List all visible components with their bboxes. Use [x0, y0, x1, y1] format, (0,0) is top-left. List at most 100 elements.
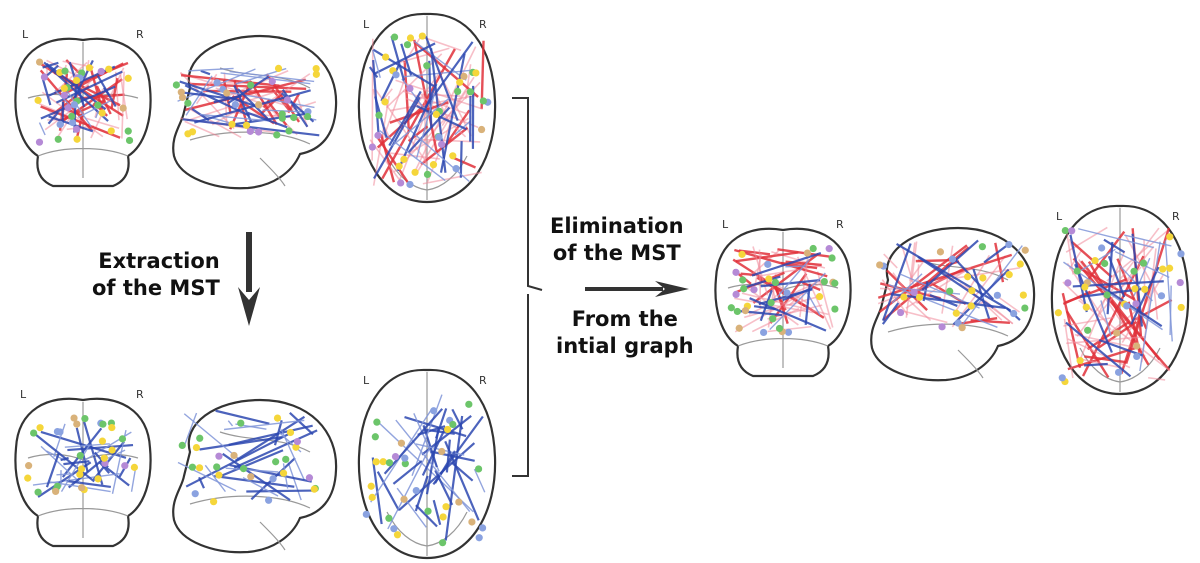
connection-edge-red	[1084, 355, 1127, 364]
connection-edge-blue	[178, 90, 228, 100]
brain-region-node	[107, 127, 115, 135]
connection-edge-red	[413, 41, 479, 98]
brain-region-node	[1064, 279, 1072, 287]
brain-region-node	[442, 503, 450, 511]
connection-edge-blue	[217, 89, 315, 109]
connection-edge-blue	[188, 67, 234, 72]
brain-region-node	[472, 69, 480, 77]
brain-region-node	[439, 539, 447, 547]
connection-edge-red	[1078, 357, 1122, 369]
brain-region-node	[1005, 271, 1013, 279]
brain-region-node	[100, 454, 108, 462]
connection-edge-blue	[1124, 234, 1172, 247]
connection-edge-blue	[387, 446, 432, 530]
connection-edge-blue	[395, 419, 471, 512]
brain-region-node	[210, 498, 218, 506]
connection-edge-blue	[237, 88, 269, 120]
connection-edge-blue	[373, 96, 421, 180]
connection-edge-blue	[896, 243, 1011, 312]
elimination-caption-line1: Elimination	[550, 214, 684, 238]
brain-region-node	[733, 307, 741, 316]
connection-edge-blue	[55, 70, 123, 104]
brain-region-node	[237, 419, 245, 427]
connection-edge-blue	[371, 457, 383, 525]
connection-edge-blue	[92, 441, 125, 481]
brain-region-node	[379, 458, 387, 466]
hemisphere-right-label: R	[836, 218, 844, 231]
connection-edge-blue	[425, 426, 440, 495]
brain-region-node	[53, 427, 62, 436]
brain-region-node	[247, 473, 255, 481]
connection-edge-blue	[179, 80, 262, 109]
connection-edge-blue	[372, 42, 436, 76]
brain-sagittal-original	[160, 28, 345, 193]
connection-edge-blue	[130, 468, 137, 492]
sagittal-view-svg	[172, 398, 338, 554]
connection-edge-blue	[972, 268, 991, 319]
connection-edge-blue	[95, 110, 99, 119]
brain-region-node	[292, 443, 300, 451]
brain-region-node	[732, 290, 740, 299]
hemisphere-left-label: L	[1056, 210, 1063, 223]
brain-region-node	[1166, 233, 1174, 241]
hemisphere-right-label: R	[1172, 210, 1180, 223]
node-layer	[368, 32, 492, 189]
connection-edge-red	[907, 299, 932, 322]
connection-edge-red	[371, 38, 374, 161]
connection-edge-red	[752, 246, 769, 296]
brain-region-node	[474, 465, 483, 473]
connection-edge-red	[883, 253, 898, 269]
connection-edge-blue	[199, 113, 271, 122]
connection-edge-blue	[182, 412, 198, 448]
brain-region-node	[1073, 267, 1081, 275]
brain-region-node	[452, 165, 460, 173]
connection-edge-red	[1067, 338, 1131, 369]
connection-edge-blue	[223, 419, 305, 431]
connection-edge-red	[1065, 310, 1110, 379]
connection-edge-blue	[228, 424, 313, 446]
sagittal-view-svg	[870, 226, 1036, 382]
brain-region-node	[213, 79, 221, 87]
connection-edge-blue	[424, 36, 459, 122]
edge-layer	[370, 394, 486, 541]
connection-edge-blue	[177, 461, 237, 492]
connection-edge-blue	[1100, 300, 1112, 337]
connection-edge-blue	[99, 461, 111, 474]
connection-edge-red	[734, 248, 828, 278]
connection-edge-blue	[415, 93, 436, 159]
connection-edge-blue	[247, 111, 288, 129]
extraction-caption-line2: of the MST	[92, 276, 220, 300]
brain-region-node	[439, 513, 447, 521]
sagittal-view-svg	[172, 34, 338, 190]
from-caption-line2: intial graph	[556, 334, 694, 358]
brain-region-node	[401, 454, 409, 462]
brain-region-node	[403, 41, 412, 49]
brain-region-node	[371, 433, 379, 441]
brain-region-node	[432, 110, 440, 119]
right-arrow-icon	[585, 281, 689, 297]
connection-edge-red	[1061, 292, 1082, 369]
extraction-caption-line1: Extraction	[98, 249, 220, 273]
brain-region-node	[25, 462, 33, 470]
brain-region-node	[760, 328, 768, 337]
brain-region-node	[215, 452, 223, 460]
node-layer	[727, 244, 839, 337]
brain-region-node	[477, 125, 486, 134]
brain-region-node	[429, 161, 438, 169]
brain-axial-original: L R	[347, 6, 507, 206]
brain-region-node	[368, 143, 376, 151]
connection-edge-blue	[1084, 362, 1108, 367]
brain-region-node	[274, 64, 283, 73]
brain-region-node	[1114, 368, 1123, 376]
brain-region-node	[1123, 302, 1131, 310]
connection-edge-red	[1086, 320, 1131, 351]
connection-edge-blue	[404, 416, 467, 438]
brain-region-node	[72, 125, 81, 133]
brain-region-node	[1131, 285, 1139, 293]
connection-edge-red	[769, 277, 777, 303]
brain-region-node	[1061, 226, 1069, 235]
connection-edge-blue	[434, 469, 454, 506]
connection-edge-blue	[473, 468, 486, 493]
connection-edge-red	[389, 152, 440, 160]
brain-region-node	[896, 308, 905, 317]
